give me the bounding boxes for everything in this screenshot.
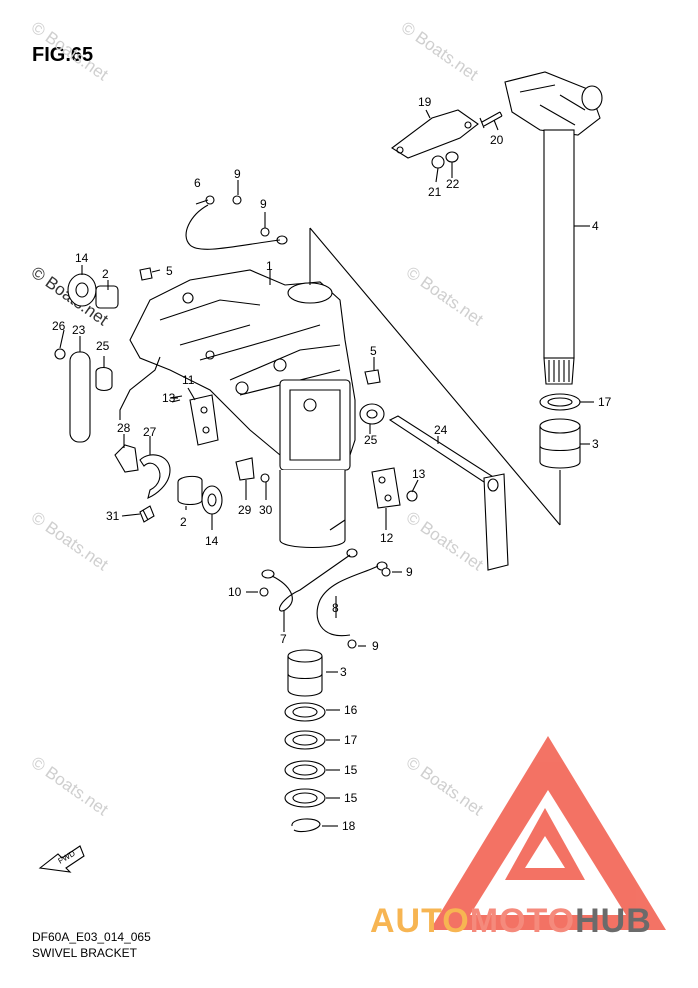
callout-10: 10 xyxy=(228,585,242,599)
callout-17: 17 xyxy=(344,733,358,747)
callout-20: 20 xyxy=(490,133,504,147)
brand-part-auto: AUTO xyxy=(370,902,470,940)
callout-14: 14 xyxy=(205,534,219,548)
callout-29: 29 xyxy=(238,503,252,517)
figure-title: FIG.65 xyxy=(32,44,94,66)
callout-4: 4 xyxy=(592,219,599,233)
callout-25: 25 xyxy=(96,339,110,353)
steering-shaft xyxy=(504,71,603,385)
callout-9: 9 xyxy=(406,565,413,579)
watermark: © Boats.net xyxy=(28,508,112,575)
callout-9: 9 xyxy=(372,639,379,653)
watermark: © Boats.net xyxy=(403,508,487,575)
callout-24: 24 xyxy=(434,423,448,437)
left-parts xyxy=(54,267,381,443)
callout-9: 9 xyxy=(260,197,267,211)
callout-22: 22 xyxy=(446,177,460,191)
bolt-20 xyxy=(479,111,503,129)
callout-2: 2 xyxy=(180,515,187,529)
callout-14: 14 xyxy=(75,251,89,265)
brand-logo xyxy=(430,736,666,930)
callout-18: 18 xyxy=(342,819,356,833)
callout-labels: 1 2 2 3 3 4 5 5 6 7 8 9 9 9 9 10 11 12 1… xyxy=(52,95,612,833)
callout-23: 23 xyxy=(72,323,86,337)
callout-5: 5 xyxy=(166,264,173,278)
brand-part-moto: MOTO xyxy=(469,902,576,940)
callout-28: 28 xyxy=(117,421,131,435)
callout-2: 2 xyxy=(102,267,109,281)
callout-3: 3 xyxy=(592,437,599,451)
watermark: © Boats.net xyxy=(403,753,487,820)
figure-name: SWIVEL BRACKET xyxy=(32,946,137,960)
callout-30: 30 xyxy=(259,503,273,517)
callout-15: 15 xyxy=(344,763,358,777)
watermark: © Boats.net xyxy=(28,18,112,85)
right-parts xyxy=(359,403,509,571)
callout-21: 21 xyxy=(428,185,442,199)
callout-3: 3 xyxy=(340,665,347,679)
brand-wordmark: AUTOMOTOHUB xyxy=(370,902,652,941)
leader-lines xyxy=(59,109,594,827)
watermark: © Boats.net xyxy=(403,263,487,330)
callout-7: 7 xyxy=(280,632,287,646)
callout-17: 17 xyxy=(598,395,612,409)
bracket-19 xyxy=(391,109,479,159)
callout-19: 19 xyxy=(418,95,432,109)
middle-parts xyxy=(114,394,270,523)
lower-wires xyxy=(259,548,391,649)
fwd-arrow: FWD xyxy=(38,845,85,873)
assembly-line xyxy=(309,227,561,526)
callout-11: 11 xyxy=(182,373,195,387)
swivel-bracket-1 xyxy=(129,269,356,549)
washer-22 xyxy=(445,151,459,163)
callout-15: 15 xyxy=(344,791,358,805)
upper-bushing-washer xyxy=(539,393,581,469)
callout-8: 8 xyxy=(332,601,339,615)
callout-6: 6 xyxy=(194,176,201,190)
callout-27: 27 xyxy=(143,425,157,439)
callout-5: 5 xyxy=(370,344,377,358)
callout-25: 25 xyxy=(364,433,378,447)
nut-21 xyxy=(431,155,445,169)
figure-code: DF60A_E03_014_065 xyxy=(32,930,151,944)
watermark: © Boats.net xyxy=(398,18,482,85)
lower-stack xyxy=(284,649,326,833)
callout-12: 12 xyxy=(380,531,394,545)
callout-9: 9 xyxy=(234,167,241,181)
callout-1: 1 xyxy=(266,259,273,273)
wire-6 xyxy=(185,195,288,250)
callout-16: 16 xyxy=(344,703,358,717)
callout-13: 13 xyxy=(162,391,176,405)
callout-26: 26 xyxy=(52,319,66,333)
watermark: © Boats.net xyxy=(28,753,112,820)
brand-part-hub: HUB xyxy=(575,902,652,940)
callout-13: 13 xyxy=(412,467,426,481)
callout-31: 31 xyxy=(106,509,120,523)
